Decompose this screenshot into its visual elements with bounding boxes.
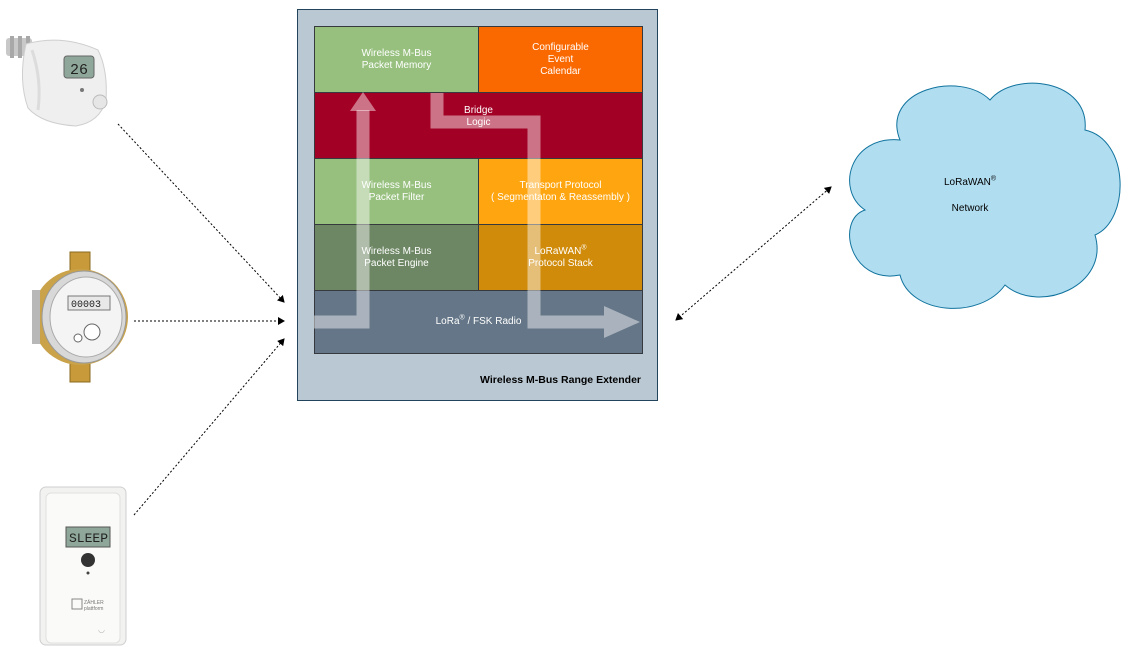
heat-meter-clip-icon: ◡ xyxy=(98,625,105,634)
radio-registered-mark: ® xyxy=(459,314,465,322)
arrow-thermostat-to-extender xyxy=(117,123,285,303)
data-flow-path xyxy=(314,92,640,338)
arrow-extender-cloud-bidirectional xyxy=(675,186,832,321)
radio-prefix: LoRa xyxy=(435,316,460,327)
flow-arrowhead-up xyxy=(350,92,376,111)
lorawan-stack-block: LoRaWAN® Protocol Stack xyxy=(478,224,643,291)
lorawan-stack-label: LoRaWAN® Protocol Stack xyxy=(528,244,593,270)
range-extender-container: Wireless M-Bus Packet Memory Configurabl… xyxy=(297,9,658,401)
cloud-registered-mark: ® xyxy=(990,175,997,183)
cloud-subtitle: Network xyxy=(951,203,989,214)
transport-protocol-label: Transport Protocol ( Segmentaton & Reass… xyxy=(491,179,630,203)
packet-engine-label: Wireless M-Bus Packet Engine xyxy=(361,245,432,269)
water-meter-reading: 00003 xyxy=(71,300,101,311)
bridge-logic-block: Bridge Logic xyxy=(314,92,643,159)
heat-meter-brand-line1: ZÄHLER xyxy=(84,599,104,606)
event-calendar-label: Configurable Event Calendar xyxy=(532,41,589,77)
event-calendar-block: Configurable Event Calendar xyxy=(478,26,643,93)
arrow-heatmeter-to-extender xyxy=(133,338,285,516)
packet-filter-label: Wireless M-Bus Packet Filter xyxy=(361,179,432,203)
water-meter-device-image: 00003 xyxy=(32,251,128,383)
radio-label: LoRa® / FSK Radio xyxy=(435,314,522,328)
bridge-logic-label: Bridge Logic xyxy=(464,104,493,128)
packet-memory-label: Wireless M-Bus Packet Memory xyxy=(361,47,432,71)
packet-engine-block: Wireless M-Bus Packet Engine xyxy=(314,224,479,291)
lorawan-network-label: LoRaWAN® Network xyxy=(925,176,1015,215)
lorawan-stack-registered-mark: ® xyxy=(581,244,587,252)
heat-meter-brand-line2: plattform xyxy=(84,606,103,612)
radio-block: LoRa® / FSK Radio xyxy=(314,290,643,354)
heat-meter-device-image: SLEEP ZÄHLER plattform ◡ xyxy=(39,486,127,646)
thermostat-display-value: 26 xyxy=(70,62,88,79)
lorawan-cloud-shape xyxy=(849,82,1121,309)
flow-line-up xyxy=(314,110,370,329)
packet-memory-block: Wireless M-Bus Packet Memory xyxy=(314,26,479,93)
cloud-title: LoRaWAN xyxy=(943,177,991,188)
lorawan-stack-suffix: Protocol Stack xyxy=(528,257,593,269)
lorawan-stack-name: LoRaWAN xyxy=(534,245,582,257)
transport-protocol-block: Transport Protocol ( Segmentaton & Reass… xyxy=(478,158,643,225)
range-extender-caption: Wireless M-Bus Range Extender xyxy=(480,374,641,386)
packet-filter-block: Wireless M-Bus Packet Filter xyxy=(314,158,479,225)
thermostat-device-image: 26 xyxy=(6,36,108,127)
flow-arrowhead-right xyxy=(604,306,640,338)
heat-meter-display: SLEEP xyxy=(69,531,108,546)
radio-suffix: / FSK Radio xyxy=(464,316,522,327)
flow-line-down xyxy=(430,93,604,329)
